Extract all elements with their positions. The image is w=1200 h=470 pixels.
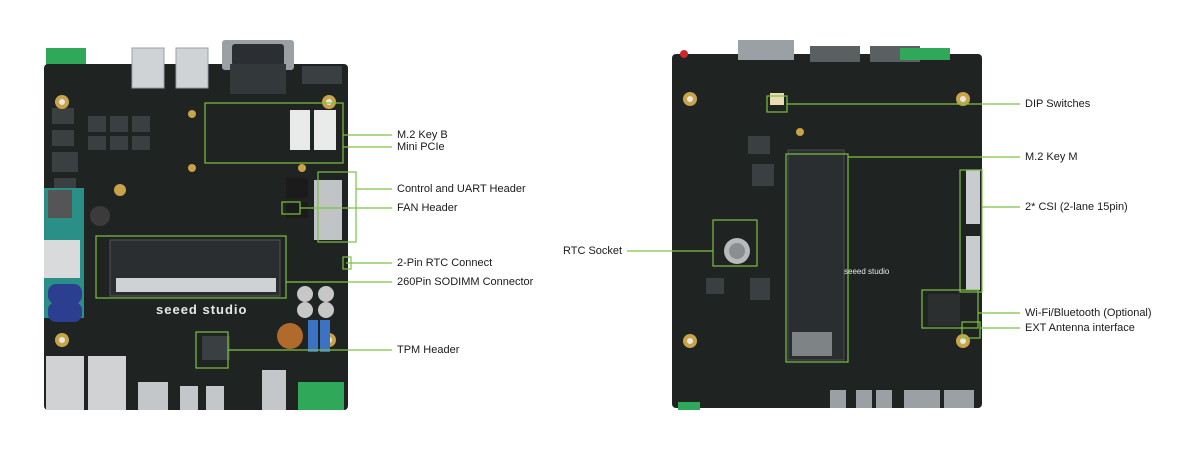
label-control-uart-header: Control and UART Header xyxy=(397,183,526,195)
m2-key-b-region xyxy=(204,102,344,164)
label-ext-antenna: EXT Antenna interface xyxy=(1025,322,1135,334)
serial-port-body xyxy=(230,64,286,94)
label-tpm-header: TPM Header xyxy=(397,344,460,356)
label-fan-header: FAN Header xyxy=(397,202,458,214)
label-m2-key-m: M.2 Key M xyxy=(1025,151,1078,163)
label-csi: 2* CSI (2-lane 15pin) xyxy=(1025,201,1128,213)
dip-switches-region xyxy=(766,95,788,113)
rj45-port xyxy=(46,356,84,410)
label-m2-key-b: M.2 Key B xyxy=(397,129,448,141)
right-carrier-board xyxy=(672,40,982,410)
left-carrier-board xyxy=(44,40,348,410)
rtc-connect-region xyxy=(342,256,352,270)
left-brand: seeed studio xyxy=(156,302,248,317)
csi-region xyxy=(959,169,983,293)
ext-antenna-region xyxy=(961,321,981,339)
rtc-socket-region xyxy=(712,219,758,267)
label-mini-pcie: Mini PCIe xyxy=(397,141,445,153)
m2-key-m-region xyxy=(785,153,849,363)
control-uart-region xyxy=(317,171,357,243)
usb-port xyxy=(131,47,165,89)
label-rtc-connect: 2-Pin RTC Connect xyxy=(397,257,493,269)
usb-port xyxy=(175,47,209,89)
label-dip-switches: DIP Switches xyxy=(1025,98,1091,110)
label-rtc-socket: RTC Socket xyxy=(563,245,623,257)
right-terminal-block xyxy=(900,48,950,60)
label-wifi-bt: Wi-Fi/Bluetooth (Optional) xyxy=(1025,307,1152,319)
tpm-region xyxy=(195,331,229,369)
left-pcb xyxy=(44,64,348,410)
rj45-port xyxy=(88,356,126,410)
sodimm-region xyxy=(95,235,287,299)
label-sodimm-connector: 260Pin SODIMM Connector xyxy=(397,276,534,288)
left-bottom-terminal xyxy=(298,382,344,410)
hdmi-port xyxy=(138,382,168,410)
fan-header-region xyxy=(281,201,301,215)
right-brand: seeed studio xyxy=(844,267,890,276)
wifi-bt-region xyxy=(921,289,979,329)
